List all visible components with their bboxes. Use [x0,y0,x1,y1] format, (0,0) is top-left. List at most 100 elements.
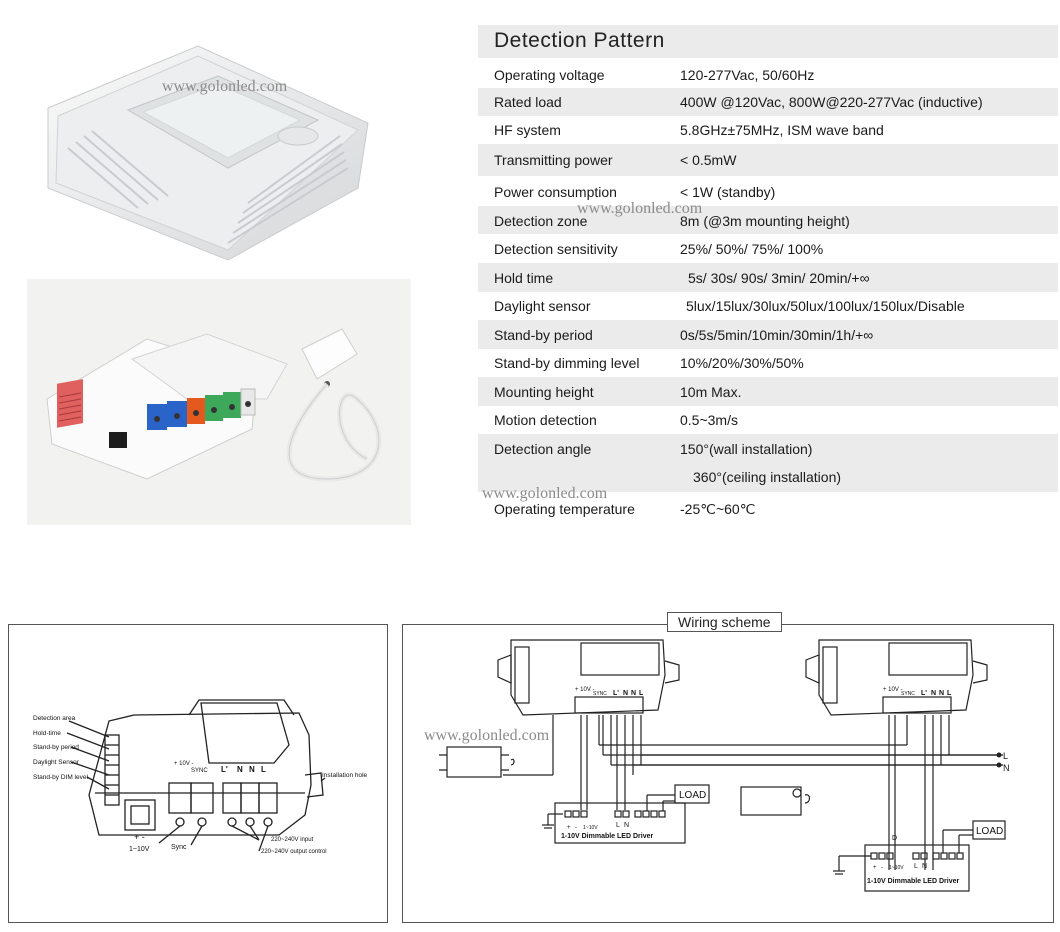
spec-value: 0s/5s/5min/10min/30min/1h/+∞ [680,327,874,343]
spec-label: Operating voltage [494,67,605,83]
spec-value: < 0.5mW [680,152,737,168]
callout-standby-dim: Stand-by DIM level [33,774,88,781]
driver-pin-plus: + [873,865,877,871]
sensor-terminal-diagram: Detection area Hold-time Stand-by period… [8,624,388,923]
callout-standby-period: Stand-by period [33,744,79,751]
spec-row: Detection zone 8m (@3m mounting height) [478,206,1058,234]
driver-label: 1-10V Dimmable LED Driver [867,878,959,885]
term-l: L [261,765,266,774]
spec-value: 5.8GHz±75MHz, ISM wave band [680,122,884,138]
wiring-scheme-diagram: L N LOAD LOAD 1-10V Dimmable LED Driver … [402,624,1054,923]
term-n: N [249,765,255,774]
line-label-n: N [1003,763,1010,773]
term-l-prime: L' [921,690,927,697]
spec-label: Stand-by dimming level [494,355,640,371]
driver-pin-1-10v: 1~10V [583,825,598,831]
callout-detection-area: Detection area [33,715,76,722]
watermark: www.golonled.com [577,200,703,217]
watermark: www.golonled.com [162,78,288,95]
term-sync: SYNC [191,768,208,774]
load-label: LOAD [679,790,706,801]
spec-value: 400W @120Vac, 800W@220-277Vac (inductive… [680,94,983,110]
spec-value: 10%/20%/30%/50% [680,355,804,371]
term-n: N [931,690,936,697]
spec-row: Detection sensitivity 25%/ 50%/ 75%/ 100… [478,234,1058,263]
driver-pin-minus: - [575,825,577,831]
spec-row: Stand-by period 0s/5s/5min/10min/30min/1… [478,320,1058,349]
spec-label: Detection sensitivity [494,241,618,257]
driver-pin-n: N [922,863,927,870]
spec-title-bar: Detection Pattern [478,25,1058,58]
spec-label: Stand-by period [494,327,593,343]
term-sync: SYNC [901,691,915,697]
spec-row: Detection angle 150°(wall installation) … [478,434,1058,492]
term-sync: SYNC [593,691,607,697]
spec-value: 150°(wall installation) [680,441,813,457]
spec-label: Detection zone [494,213,588,229]
node-label: D [892,835,897,842]
line-label-l: L [1003,751,1008,761]
spec-row: Stand-by dimming level 10%/20%/30%/50% [478,349,1058,377]
spec-row: Rated load 400W @120Vac, 800W@220-277Vac… [478,88,1058,116]
spec-value: < 1W (standby) [680,184,776,200]
label-input: 220~240V input [271,837,314,843]
term-10v: + 10V - [174,761,194,767]
spec-row: Hold time 5s/ 30s/ 90s/ 3min/ 20min/+∞ [478,263,1058,292]
driver-pin-n: N [624,822,629,829]
term-l: L [947,690,952,697]
spec-label: Transmitting power [494,152,613,168]
spec-label: Mounting height [494,384,594,400]
spec-row: Operating temperature -25℃~60℃ [478,492,1058,522]
callout-daylight-sensor: Daylight Sensor [33,759,80,766]
spec-label: Rated load [494,94,562,110]
spec-row: Mounting height 10m Max. [478,377,1058,406]
product-photo-sensor [27,279,411,525]
driver-pin-plus: + [567,825,571,831]
spec-row: Operating voltage 120-277Vac, 50/60Hz [478,65,1058,90]
driver-pin-l: L [914,863,918,870]
spec-row: Transmitting power < 0.5mW [478,144,1058,176]
label-sync: Sync [171,844,187,851]
spec-row: HF system 5.8GHz±75MHz, ISM wave band [478,116,1058,144]
watermark: www.golonled.com [482,485,608,502]
term-l: L [639,690,644,697]
spec-value: 120-277Vac, 50/60Hz [680,67,815,83]
callout-installation-hole: Installation hole [322,772,368,779]
spec-value: 0.5~3m/s [680,412,738,428]
label-1-10v: 1~10V [129,846,150,853]
term-10v: + 10V - [883,687,903,693]
term-10v: + 10V - [575,687,595,693]
term-l-prime: L' [221,765,228,774]
callout-hold-time: Hold-time [33,730,61,737]
spec-value: 10m Max. [680,384,742,400]
spec-label: HF system [494,122,561,138]
spec-value: -25℃~60℃ [680,501,756,517]
spec-value: 360°(ceiling installation) [693,469,842,485]
spec-row: Power consumption < 1W (standby) [478,176,1058,206]
spec-row: Daylight sensor 5lux/15lux/30lux/50lux/1… [478,292,1058,320]
driver-pin-1-10v: 1~10V [889,865,904,871]
driver-pin-minus: - [881,865,883,871]
spec-label: Daylight sensor [494,298,591,314]
spec-label: Hold time [494,270,554,286]
term-n: N [623,690,628,697]
spec-value: 5lux/15lux/30lux/50lux/100lux/150lux/Dis… [686,298,965,314]
label-plus-minus: + - [134,832,145,842]
term-n: N [939,690,944,697]
term-l-prime: L' [613,690,619,697]
load-label: LOAD [976,826,1003,837]
spec-label: Power consumption [494,184,617,200]
term-n: N [631,690,636,697]
driver-pin-l: L [616,822,620,829]
product-photo-highbay [28,38,388,266]
term-n: N [237,765,243,774]
spec-label: Motion detection [494,412,597,428]
spec-label: Detection angle [494,441,592,457]
label-output: 220~240V output control [261,849,327,855]
spec-value: 8m (@3m mounting height) [680,213,850,229]
spec-value: 25%/ 50%/ 75%/ 100% [680,241,824,257]
watermark: www.golonled.com [424,727,550,744]
spec-title: Detection Pattern [494,29,665,52]
wiring-scheme-title: Wiring scheme [667,612,782,632]
driver-label: 1-10V Dimmable LED Driver [561,833,653,840]
